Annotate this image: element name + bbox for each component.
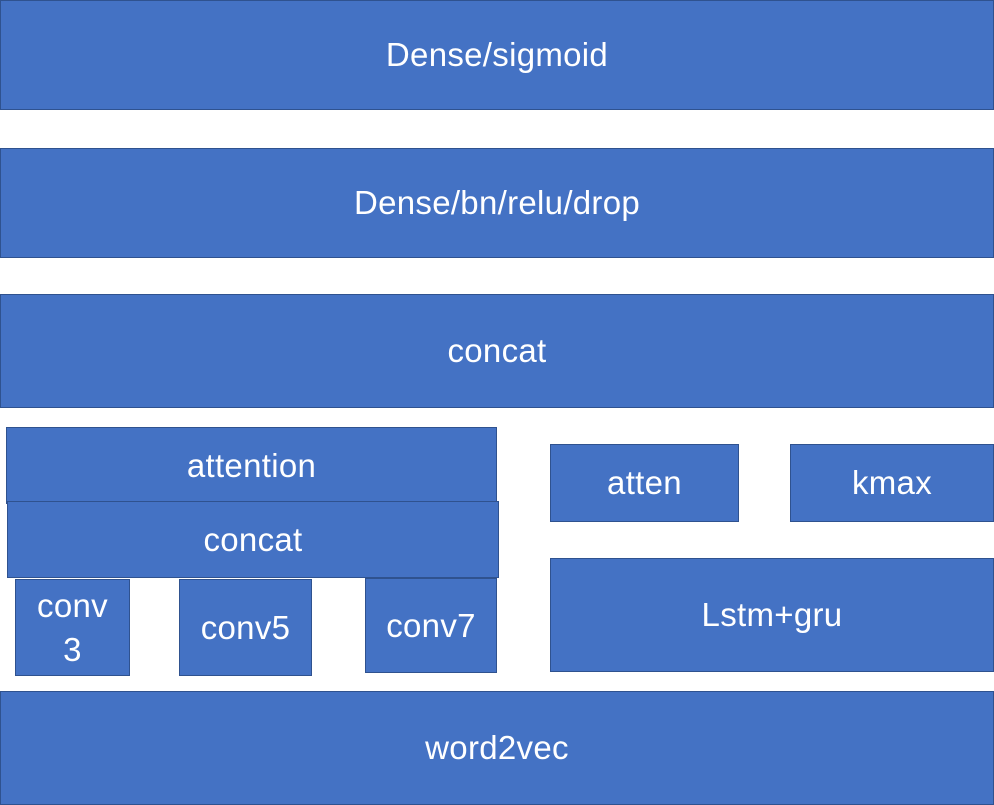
dense-bn-relu-drop-label: Dense/bn/relu/drop: [353, 184, 641, 221]
atten-label: atten: [607, 464, 682, 501]
dense-bn-relu-drop-block: Dense/bn/relu/drop: [0, 148, 994, 258]
lstm-gru-block: Lstm+gru: [550, 558, 994, 672]
attention-block: attention: [6, 427, 497, 504]
conv5-block: conv5: [179, 579, 312, 676]
dense-sigmoid-block: Dense/sigmoid: [0, 0, 994, 110]
word2vec-label: word2vec: [425, 729, 569, 766]
word2vec-block: word2vec: [0, 691, 994, 805]
dense-sigmoid-label: Dense/sigmoid: [385, 36, 609, 73]
conv5-label: conv5: [200, 608, 291, 646]
conv3-label: conv 3: [37, 586, 108, 668]
lstm-gru-label: Lstm+gru: [701, 596, 843, 633]
atten-block: atten: [550, 444, 739, 522]
concat-top-label: concat: [447, 332, 547, 369]
concat-inner-label: concat: [203, 520, 303, 558]
concat-top-block: concat: [0, 294, 994, 408]
conv3-block: conv 3: [15, 579, 130, 676]
kmax-label: kmax: [851, 464, 933, 501]
concat-inner-block: concat: [7, 501, 499, 578]
conv7-block: conv7: [365, 578, 497, 673]
conv7-label: conv7: [386, 606, 476, 644]
kmax-block: kmax: [790, 444, 994, 522]
attention-label: attention: [186, 446, 317, 484]
